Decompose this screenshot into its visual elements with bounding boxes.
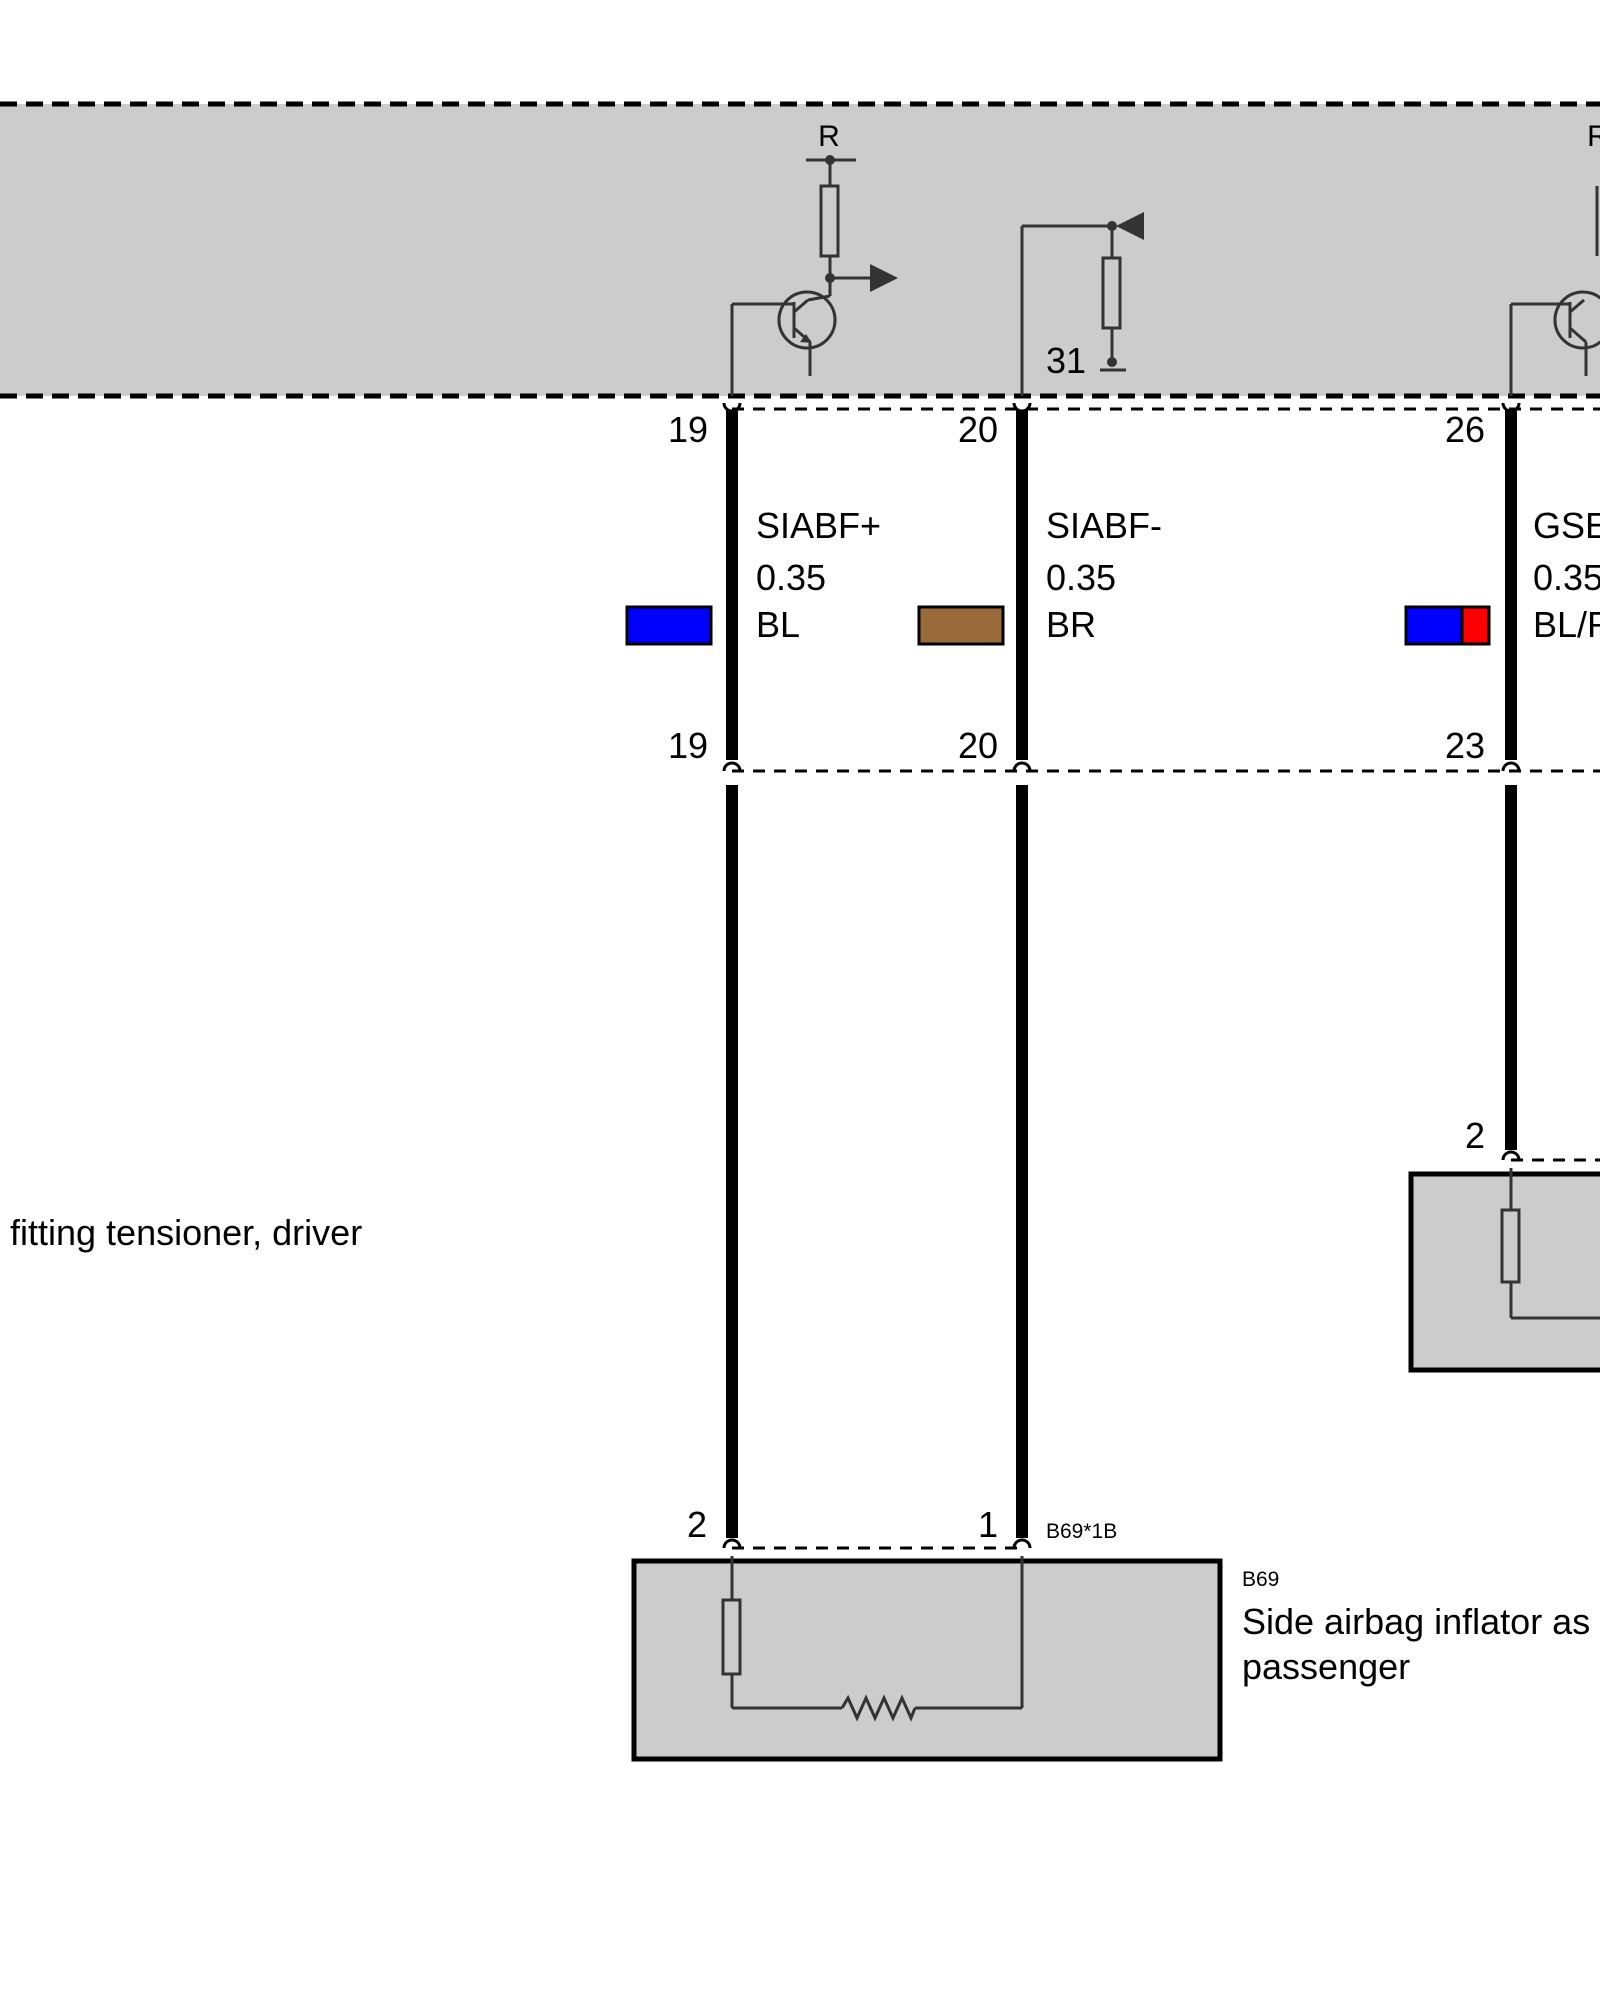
wire-color-code: BL <box>756 604 800 645</box>
pin-number-bottom: 20 <box>958 725 998 766</box>
component-id: B69 <box>1242 1568 1279 1591</box>
ground-label-31: 31 <box>1046 340 1086 381</box>
pin-cap <box>1501 761 1521 772</box>
component-body <box>1408 1171 1600 1373</box>
wire-gauge: 0.35 <box>756 557 826 598</box>
pin-cap <box>1012 761 1032 772</box>
pin-number: 2 <box>1465 1115 1485 1156</box>
pin-cap <box>1012 1538 1032 1549</box>
wire-color-swatch <box>917 605 1005 646</box>
wire-color-swatch-primary <box>1404 605 1464 646</box>
signal-out-arrow-1 <box>870 264 898 292</box>
driver-tensioner-component: 2 fitting tensioner, driver <box>10 1115 1600 1373</box>
wire-color-swatch-stripe <box>1460 605 1491 646</box>
pin-cap <box>722 1538 742 1549</box>
transistor-1 <box>777 290 837 350</box>
connector-id: B69*1B <box>1046 1520 1117 1543</box>
pin-number-top: 19 <box>668 409 708 450</box>
supply-label-r-1: R <box>818 120 840 153</box>
wire-gauge: 0.35 <box>1046 557 1116 598</box>
b69-side-airbag-component: 2 1 B69*1B B69 Side airbag inflator as p… <box>631 1504 1590 1762</box>
component-label-line1: Side airbag inflator as <box>1242 1601 1590 1642</box>
airbag-control-module: R <box>0 101 1600 399</box>
pin-number-top: 26 <box>1445 409 1485 450</box>
pin-cap <box>1501 1150 1521 1161</box>
output-stage-3: R <box>1509 120 1600 396</box>
pin-number-top: 20 <box>958 409 998 450</box>
supply-label-r-2: R <box>1587 120 1600 153</box>
pin-number-bottom: 23 <box>1445 725 1485 766</box>
wire-gauge: 0.35 <box>1533 557 1600 598</box>
output-stage-1: R <box>730 120 898 396</box>
wire-signal-name: SIABF+ <box>756 505 881 546</box>
module-body <box>0 104 1600 396</box>
wire-color-code: BR <box>1046 604 1096 645</box>
heating-element <box>840 1694 917 1722</box>
component-label-line2: passenger <box>1242 1646 1410 1687</box>
wire-signal-name: GSE <box>1533 505 1600 546</box>
wire-signal-name: SIABF- <box>1046 505 1162 546</box>
pin-cup <box>1501 402 1521 413</box>
pin-cup <box>1012 402 1032 413</box>
wire-siabf-plus: 19 19 SIABF+ 0.35 BL <box>625 402 881 1549</box>
wire-color-code: BL/R <box>1533 604 1600 645</box>
wire-color-swatch <box>625 605 713 646</box>
pin-number: 1 <box>978 1504 998 1545</box>
pin-number-bottom: 19 <box>668 725 708 766</box>
wire-gse: 26 23 GSE 0.35 BL/R <box>1404 402 1600 1161</box>
transistor-3 <box>1553 290 1600 350</box>
signal-in-arrow-2 <box>1116 212 1144 240</box>
pin-cap <box>722 761 742 772</box>
pin-cup <box>722 402 742 413</box>
component-label: fitting tensioner, driver <box>10 1212 362 1253</box>
ground-node-2 <box>1107 357 1117 367</box>
input-stage-2: 31 <box>1020 212 1144 396</box>
wire-siabf-minus: 20 20 SIABF- 0.35 BR <box>917 402 1162 1549</box>
pin-number: 2 <box>687 1504 707 1545</box>
